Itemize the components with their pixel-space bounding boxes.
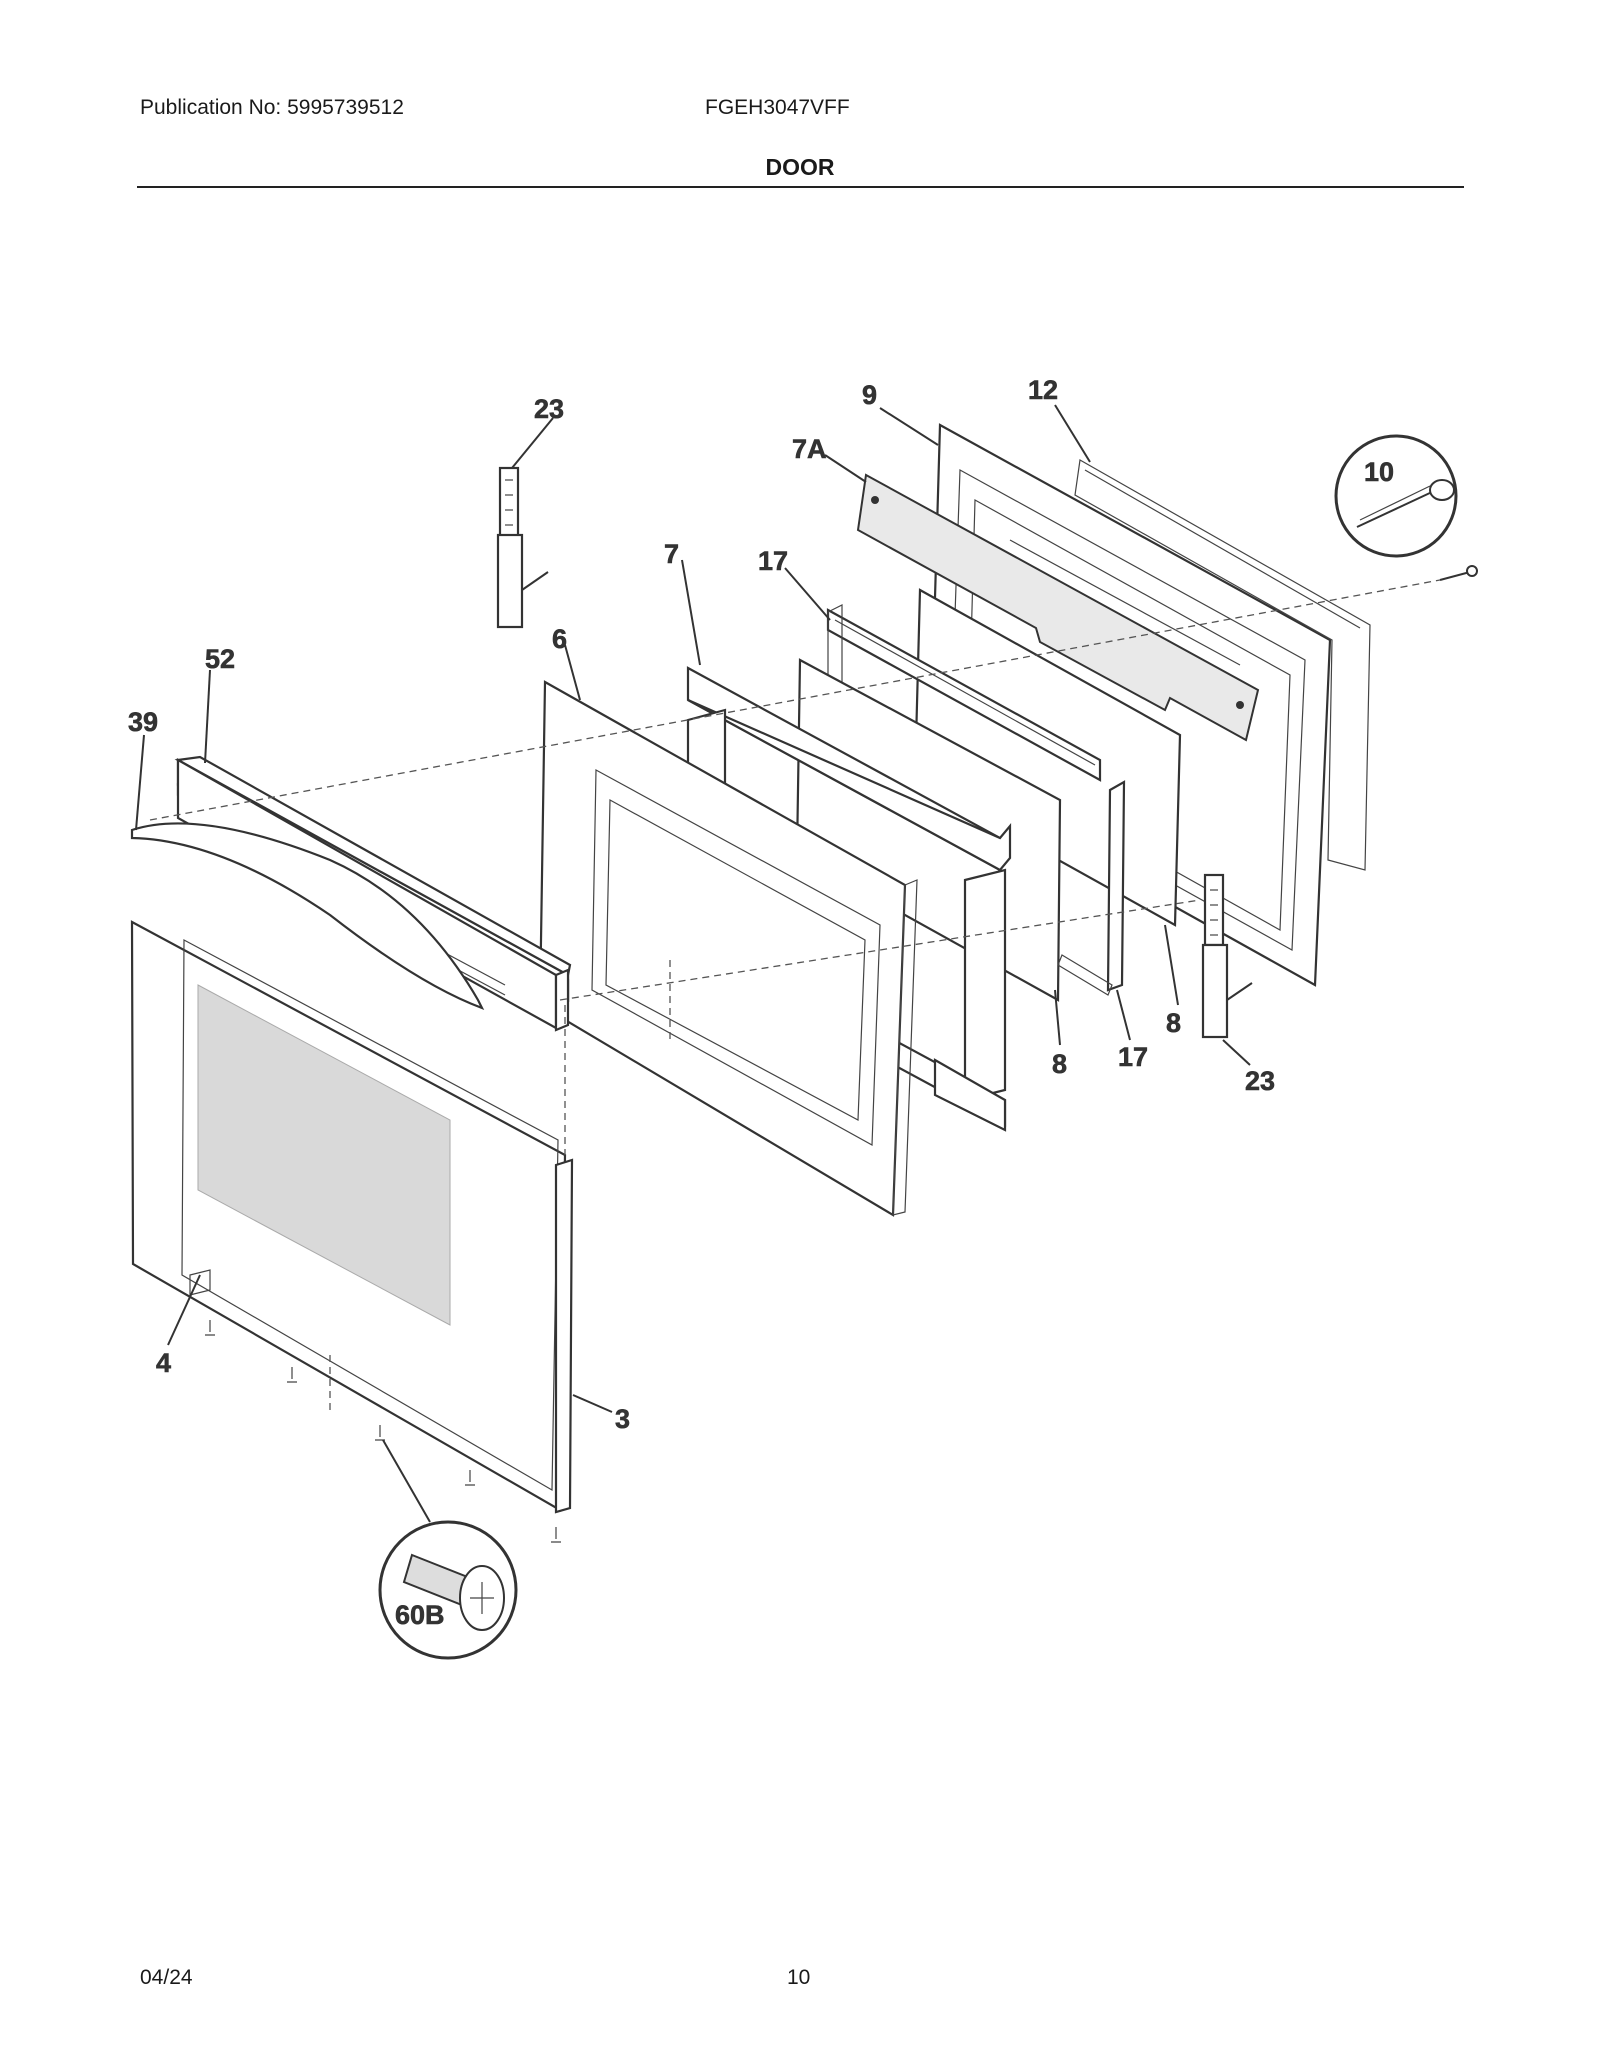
callout-17-bottom: 17 bbox=[1118, 1042, 1148, 1072]
door-gasket-part bbox=[1074, 459, 1371, 871]
screw-10-part bbox=[1334, 434, 1478, 581]
page-title: DOOR bbox=[765, 154, 835, 180]
footer-page-number: 10 bbox=[787, 1966, 811, 1989]
callout-9: 9 bbox=[862, 380, 877, 410]
footer-date: 04/24 bbox=[140, 1966, 193, 1989]
outer-door-part bbox=[130, 920, 574, 1514]
callout-52: 52 bbox=[205, 644, 235, 674]
callout-10: 10 bbox=[1364, 457, 1394, 487]
header-divider bbox=[137, 186, 1464, 188]
door-frame-part bbox=[538, 680, 918, 1217]
callout-60b: 60B bbox=[395, 1600, 445, 1630]
hinge-top-part bbox=[496, 466, 549, 629]
model-number: FGEH3047VFF bbox=[705, 96, 850, 119]
callout-17-top: 17 bbox=[758, 546, 788, 576]
callout-39: 39 bbox=[128, 707, 158, 737]
glass-retainer-bottom-part bbox=[1057, 780, 1126, 996]
callout-8-mid: 8 bbox=[1052, 1049, 1067, 1079]
callout-labels: 23 9 12 7A 10 7 17 6 52 39 8 8 17 23 4 3… bbox=[128, 375, 1395, 1631]
callout-4: 4 bbox=[156, 1348, 171, 1378]
alignment-lines bbox=[149, 579, 1441, 1410]
callout-7: 7 bbox=[664, 539, 679, 569]
door-handle-part bbox=[130, 822, 485, 1011]
glass-retainer-top-part bbox=[826, 604, 1102, 896]
insulation-shield-part bbox=[856, 473, 1260, 742]
callout-6: 6 bbox=[552, 624, 567, 654]
callout-23-bottom: 23 bbox=[1245, 1066, 1275, 1096]
callout-12: 12 bbox=[1028, 375, 1058, 405]
hinge-bottom-part bbox=[1201, 873, 1253, 1039]
publication-number: Publication No: 5995739512 bbox=[140, 96, 404, 119]
callout-7a: 7A bbox=[792, 434, 827, 464]
callout-8-right: 8 bbox=[1166, 1008, 1181, 1038]
screws-60b-part bbox=[205, 1320, 561, 1660]
callout-3: 3 bbox=[615, 1404, 630, 1434]
leader-lines bbox=[135, 404, 1251, 1523]
callout-23-top: 23 bbox=[534, 394, 564, 424]
